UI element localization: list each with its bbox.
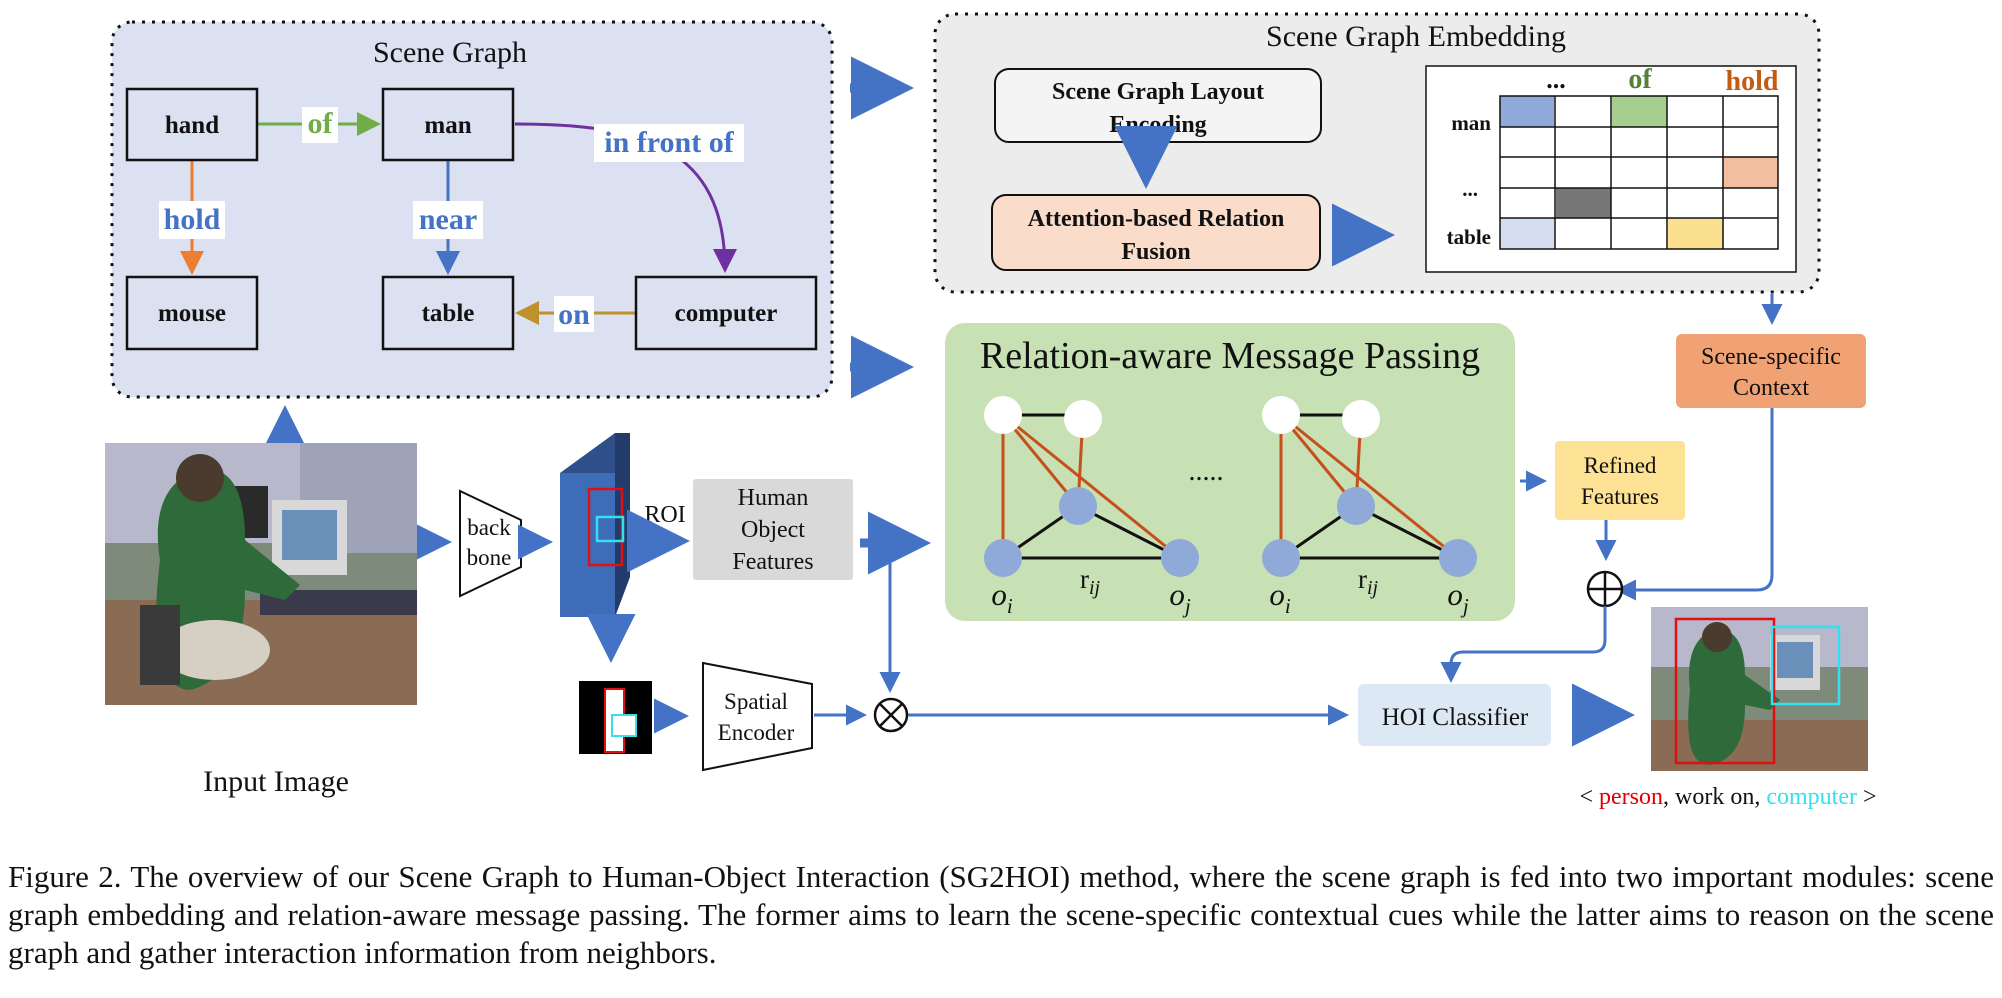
features-line1: Human (738, 485, 809, 511)
graph-node-oi (1262, 539, 1300, 577)
graph-node-oi (984, 539, 1022, 577)
context-to-sum-arrow (1615, 408, 1774, 601)
feature-map (560, 433, 630, 617)
embedding-title: Scene Graph Embedding (1266, 20, 1566, 53)
context-line1: Scene-specific (1701, 344, 1841, 370)
node-table-label: table (422, 300, 475, 327)
scene-graph-panel: Scene Graph of in front of hold near on … (110, 20, 834, 399)
spatial-line1: Spatial (724, 689, 788, 714)
message-graph-right: oi rij oj (1262, 396, 1477, 618)
scene-graph-arrows (253, 56, 914, 468)
graph-node-white (1342, 400, 1380, 438)
features-line3: Features (732, 549, 813, 575)
context-line2: Context (1733, 375, 1809, 401)
refined-features-box: Refined Features (1555, 441, 1685, 520)
node-computer (634, 275, 818, 351)
graph-node-white (984, 396, 1022, 434)
edge-label-on: on (558, 298, 590, 331)
graph-node-oj (1439, 539, 1477, 577)
matrix-cell-man-blue (1500, 96, 1554, 127)
embedding-matrix: ... of hold man ... table (1425, 64, 1797, 273)
backbone-line1: back (467, 515, 511, 540)
sum-operator-icon (1586, 570, 1624, 608)
edge-label-in-front-of: in front of (604, 126, 734, 159)
refined-line2: Features (1581, 484, 1659, 509)
figure-caption: Figure 2. The overview of our Scene Grap… (8, 859, 1994, 970)
hoi-classifier-label: HOI Classifier (1382, 704, 1529, 731)
edge-label-of: of (308, 107, 334, 140)
embedding-panel: Scene Graph Embedding Scene Graph Layout… (933, 12, 1821, 294)
output-label: < person, work on, computer > (1579, 784, 1876, 810)
matrix-cell-table-blue (1500, 218, 1554, 249)
layout-encoding-line1: Scene Graph Layout (1052, 79, 1264, 105)
graph-node-white (1262, 396, 1300, 434)
message-passing-panel: Relation-aware Message Passing oi rij oj… (945, 323, 1515, 621)
input-image-label: Input Image (203, 765, 349, 798)
label-oj: oj (1447, 577, 1469, 618)
sum-to-classifier-arrow (1440, 606, 1607, 683)
graph-node-blue (1337, 487, 1375, 525)
matrix-col-ellipsis: ... (1546, 65, 1566, 94)
matrix-row-table: table (1447, 225, 1491, 249)
matrix-col-of: of (1628, 64, 1652, 95)
refined-line1: Refined (1584, 453, 1657, 478)
input-image (105, 443, 417, 705)
edge-label-hold: hold (164, 203, 221, 236)
matrix-cell-gray (1556, 188, 1611, 218)
message-ellipsis: ..... (1189, 456, 1224, 487)
spatial-line2: Encoder (718, 720, 795, 745)
node-man (381, 87, 515, 162)
human-object-features-box: Human Object Features (693, 479, 853, 580)
label-oj: oj (1169, 577, 1191, 618)
label-rij: rij (1358, 564, 1379, 599)
node-hand-label: hand (165, 112, 219, 139)
matrix-row-man: man (1451, 111, 1491, 135)
message-graph-left: oi rij oj (984, 396, 1199, 618)
node-hand (125, 87, 259, 162)
output-image (1651, 607, 1868, 771)
label-rij: rij (1080, 564, 1101, 599)
node-table (381, 275, 515, 351)
features-line2: Object (741, 517, 805, 543)
backbone-block: back bone (459, 489, 522, 598)
node-computer-label: computer (675, 300, 778, 327)
edge-label-near: near (419, 203, 477, 236)
node-mouse (125, 275, 259, 351)
matrix-cell-man-of (1612, 96, 1667, 127)
layout-encoding-line2: Encoding (1109, 112, 1206, 138)
fusion-box (991, 194, 1321, 271)
scene-graph-title: Scene Graph (373, 36, 527, 69)
label-oi: oi (1269, 577, 1291, 618)
hoi-classifier-box: HOI Classifier (1358, 684, 1551, 746)
message-passing-title: Relation-aware Message Passing (980, 335, 1480, 377)
scene-context-box: Scene-specific Context (1676, 334, 1866, 408)
sg2hoi-diagram: Scene Graph of in front of hold near on … (105, 12, 1877, 810)
fusion-line1: Attention-based Relation (1028, 206, 1285, 232)
label-oi: oi (991, 577, 1013, 618)
spatial-encoder-block: Spatial Encoder (702, 661, 813, 772)
node-mouse-label: mouse (158, 300, 226, 327)
roi-label: ROI (644, 502, 685, 528)
matrix-row-ellipsis: ... (1462, 177, 1478, 201)
matrix-cell-table-yellow (1668, 218, 1723, 249)
matrix-cell-hold (1723, 157, 1778, 188)
multiply-operator-icon (873, 697, 909, 733)
spatial-mask (579, 681, 652, 754)
backbone-line2: bone (467, 545, 512, 570)
fusion-line2: Fusion (1121, 239, 1190, 265)
graph-node-blue (1059, 487, 1097, 525)
graph-node-white (1064, 400, 1102, 438)
graph-node-oj (1161, 539, 1199, 577)
node-man-label: man (424, 112, 471, 139)
matrix-col-hold: hold (1726, 66, 1779, 97)
